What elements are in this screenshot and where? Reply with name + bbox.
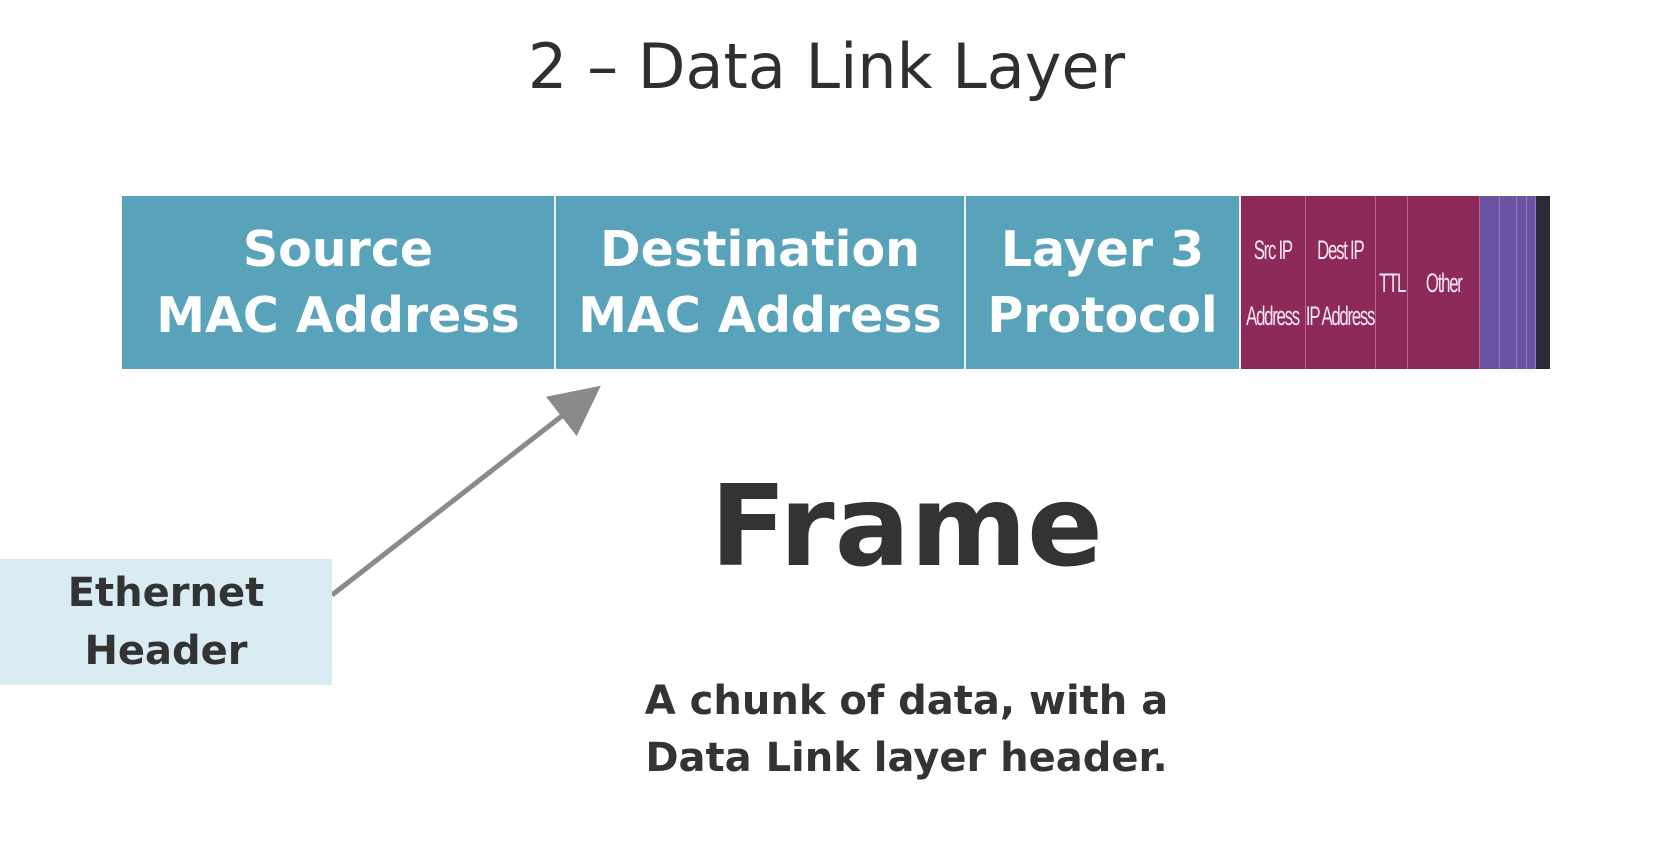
ttl-field: TTL: [1376, 196, 1408, 369]
frame-description: A chunk of data, with a Data Link layer …: [0, 673, 1653, 787]
tcp-field-2: [1500, 196, 1517, 369]
destination-mac-field: Destination MAC Address: [556, 196, 966, 369]
destination-mac-line2: MAC Address: [578, 286, 942, 344]
frame-diagram: Source MAC Address Destination MAC Addre…: [122, 196, 1550, 369]
source-mac-line2: MAC Address: [156, 286, 520, 344]
tcp-field-1: [1480, 196, 1500, 369]
layer3-protocol-field: Layer 3 Protocol: [966, 196, 1241, 369]
tcp-field-3: [1517, 196, 1527, 369]
frame-heading: Frame: [710, 462, 1103, 592]
slide-title: 2 – Data Link Layer: [527, 30, 1126, 103]
callout-line2: Header: [84, 628, 248, 674]
ttl-label: TTL: [1378, 267, 1405, 298]
source-mac-field: Source MAC Address: [122, 196, 556, 369]
src-ip-field: Src IP Address: [1241, 196, 1306, 369]
payload-end: [1536, 196, 1550, 369]
ethernet-header-callout: Ethernet Header: [0, 559, 332, 685]
other-label: Other: [1425, 267, 1463, 298]
destination-mac-line1: Destination: [599, 220, 920, 278]
dest-ip-field: Dest IP IP Address: [1306, 196, 1376, 369]
src-ip-line1: Src IP: [1253, 234, 1293, 265]
source-mac-line1: Source: [242, 220, 434, 278]
dest-ip-line1: Dest IP: [1317, 234, 1364, 265]
dest-ip-line2: IP Address: [1306, 300, 1375, 331]
callout-line1: Ethernet: [67, 570, 265, 616]
layer3-protocol-line1: Layer 3: [1000, 220, 1205, 278]
other-field: Other: [1408, 196, 1480, 369]
layer3-protocol-line2: Protocol: [987, 286, 1218, 344]
src-ip-line2: Address: [1246, 300, 1301, 331]
tcp-field-4: [1527, 196, 1536, 369]
description-line1: A chunk of data, with a: [644, 678, 1169, 724]
description-line2: Data Link layer header.: [645, 735, 1168, 781]
